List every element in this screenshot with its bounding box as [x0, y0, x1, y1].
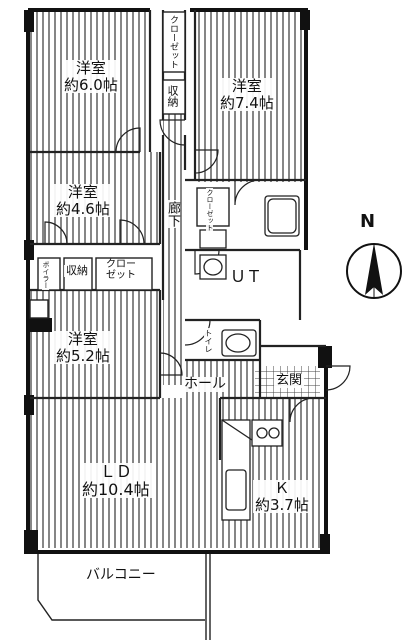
compass-icon — [346, 243, 402, 299]
room-size: 約6.0帖 — [64, 75, 118, 94]
bath-fixtures — [199, 195, 300, 357]
balcony-label: バルコニー — [84, 567, 158, 584]
room-name: Ｋ — [274, 479, 290, 497]
room-label-kitchen: Ｋ 約3.7帖 — [253, 480, 311, 513]
room-label-w-mid: 洋室 約4.6帖 — [54, 184, 112, 217]
storage-top-label: 収納 — [166, 84, 179, 108]
room-name: ＬＤ — [99, 462, 132, 481]
room-size: 約4.6帖 — [56, 199, 110, 218]
kitchen-fixtures — [221, 419, 283, 521]
room-size: 約3.7帖 — [255, 495, 309, 514]
room-size: 約5.2帖 — [56, 346, 110, 365]
entrance-label: 玄関 — [274, 373, 305, 389]
interior-walls — [30, 10, 326, 460]
corridor-label: 廊下 — [165, 200, 180, 228]
hall-label: ホール — [182, 376, 228, 393]
closet-left-line: ゼット — [106, 270, 136, 281]
room-label-ne: 洋室 約7.4帖 — [218, 78, 276, 111]
closet-top-label: クローゼット — [168, 14, 178, 70]
room-name: 洋室 — [67, 330, 98, 348]
balcony — [37, 551, 211, 640]
compass-label: N — [360, 211, 376, 232]
toilet-label: トイレ — [204, 328, 213, 354]
room-name: 洋室 — [67, 183, 98, 201]
room-size: 約7.4帖 — [220, 93, 274, 112]
closet-left-label: クロー ゼット — [104, 259, 138, 281]
room-label-w-low: 洋室 約5.2帖 — [54, 331, 112, 364]
storage-left-label: 収納 — [64, 264, 90, 278]
closet-mid-label: クローゼット — [206, 188, 214, 232]
room-label-nw: 洋室 約6.0帖 — [62, 60, 120, 93]
room-name: 洋室 — [75, 59, 106, 77]
room-size: 約10.4帖 — [82, 479, 150, 499]
room-name: 洋室 — [231, 77, 262, 95]
wall-blocks — [24, 10, 332, 554]
floor-area — [30, 12, 325, 548]
utility-label: ＵＴ — [228, 267, 265, 286]
doors — [44, 119, 351, 423]
outer-walls — [26, 8, 328, 554]
boiler-label: ボイラー — [42, 260, 50, 290]
room-label-ldk: ＬＤ 約10.4帖 — [80, 462, 152, 499]
closet-left-line: クロー — [106, 259, 136, 270]
